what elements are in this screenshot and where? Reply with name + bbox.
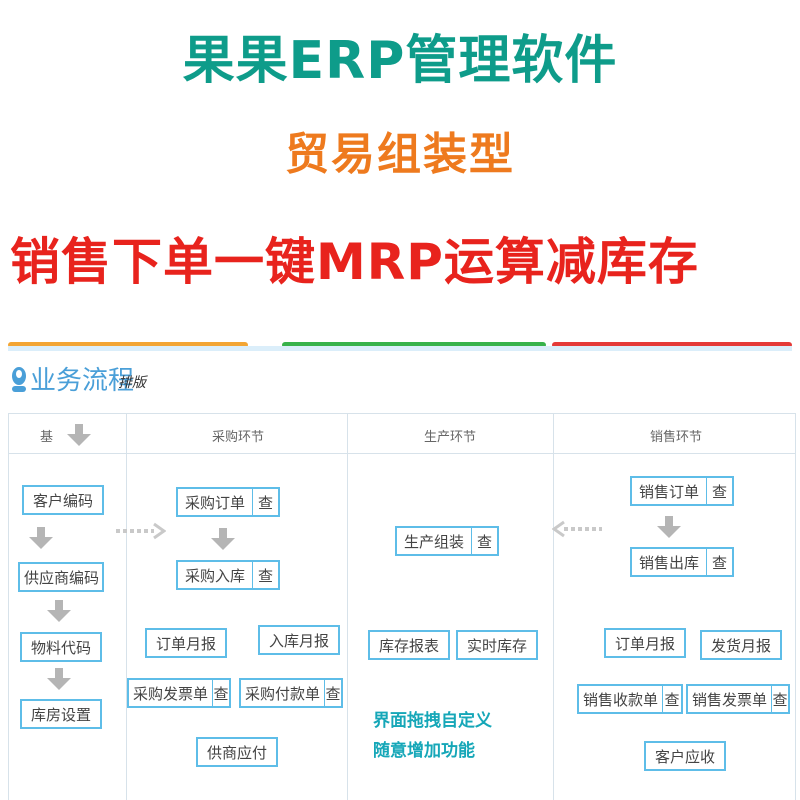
customer-code-button[interactable]: 客户编码	[22, 485, 104, 515]
inbound-monthly-button[interactable]: 入库月报	[258, 625, 340, 655]
production-assembly-button[interactable]: 生产组装查	[395, 526, 499, 556]
note-line-2: 随意增加功能	[373, 741, 475, 761]
box-label: 销售发票单	[692, 690, 768, 709]
inventory-report-button[interactable]: 库存报表	[368, 630, 450, 660]
sales-outbound-button[interactable]: 销售出库查	[630, 547, 734, 577]
section-divider	[553, 413, 554, 800]
box-label: 库存报表	[378, 636, 439, 655]
box-label: 供应商编码	[24, 568, 100, 587]
customization-note: 界面拖拽自定义 随意增加功能	[373, 706, 492, 766]
box-label: 物料代码	[30, 638, 91, 657]
box-label: 销售订单	[638, 482, 699, 501]
section-header-line	[8, 453, 796, 454]
section-title-purchase: 采购环节	[212, 430, 265, 445]
box-label: 入库月报	[268, 631, 329, 650]
order-monthly-button[interactable]: 订单月报	[145, 628, 227, 658]
dotted-arrow-right-icon	[116, 522, 166, 540]
purchase-inbound-button[interactable]: 采购入库查	[176, 560, 280, 590]
box-label: 订单月报	[155, 634, 216, 653]
box-label: 采购入库	[184, 566, 245, 585]
section-divider	[126, 413, 127, 800]
note-line-1: 界面拖拽自定义	[373, 711, 492, 731]
arrow-down-icon	[67, 424, 91, 446]
query-button[interactable]: 查	[471, 528, 497, 554]
arrow-down-icon	[47, 600, 71, 622]
arrow-down-icon	[211, 528, 235, 550]
banner-title: 果果ERP管理软件	[182, 31, 618, 91]
query-button[interactable]: 查	[706, 549, 732, 575]
customer-receivable-button[interactable]: 客户应收	[644, 741, 726, 771]
box-label: 客户编码	[32, 491, 93, 510]
supplier-code-button[interactable]: 供应商编码	[18, 562, 104, 592]
purchase-order-button[interactable]: 采购订单查	[176, 487, 280, 517]
app-title: 业务流程	[30, 366, 135, 396]
dotted-arrow-left-icon	[552, 520, 602, 538]
box-label: 供商应付	[206, 743, 267, 762]
box-label: 生产组装	[403, 532, 464, 551]
material-code-button[interactable]: 物料代码	[20, 632, 102, 662]
purchase-payment-button[interactable]: 采购付款单查	[239, 678, 343, 708]
section-title-production: 生产环节	[424, 430, 477, 445]
box-label: 销售出库	[638, 553, 699, 572]
box-label: 实时库存	[466, 636, 527, 655]
color-strip-orange	[8, 342, 248, 348]
sales-invoice-button[interactable]: 销售发票单查	[686, 684, 790, 714]
sales-order-button[interactable]: 销售订单查	[630, 476, 734, 506]
sales-receipt-button[interactable]: 销售收款单查	[577, 684, 683, 714]
box-label: 发货月报	[710, 636, 771, 655]
box-label: 采购发票单	[133, 684, 209, 703]
query-button[interactable]: 查	[771, 686, 788, 712]
section-title-basic: 基	[40, 430, 54, 445]
supplier-payable-button[interactable]: 供商应付	[196, 737, 278, 767]
color-strip-green	[282, 342, 546, 348]
section-divider	[347, 413, 348, 800]
box-label: 采购订单	[184, 493, 245, 512]
section-title-sales: 销售环节	[650, 430, 703, 445]
query-button[interactable]: 查	[324, 680, 341, 706]
warehouse-setup-button[interactable]: 库房设置	[20, 699, 102, 729]
box-label: 销售收款单	[583, 690, 659, 709]
query-button[interactable]: 查	[706, 478, 732, 504]
query-button[interactable]: 查	[252, 489, 278, 515]
color-strip-red	[552, 342, 792, 348]
arrow-down-icon	[657, 516, 681, 538]
sales-order-monthly-button[interactable]: 订单月报	[604, 628, 686, 658]
header-band	[8, 346, 792, 351]
arrow-down-icon	[29, 527, 53, 549]
app-title-suffix: 排版	[118, 375, 146, 391]
banner-subtitle: 贸易组装型	[285, 129, 515, 180]
box-label: 采购付款单	[245, 684, 321, 703]
box-label: 客户应收	[654, 747, 715, 766]
user-icon	[12, 367, 26, 392]
box-label: 库房设置	[30, 705, 91, 724]
arrow-down-icon	[47, 668, 71, 690]
query-button[interactable]: 查	[662, 686, 681, 712]
realtime-inventory-button[interactable]: 实时库存	[456, 630, 538, 660]
purchase-invoice-button[interactable]: 采购发票单查	[127, 678, 231, 708]
delivery-monthly-button[interactable]: 发货月报	[700, 630, 782, 660]
query-button[interactable]: 查	[212, 680, 229, 706]
box-label: 订单月报	[614, 634, 675, 653]
query-button[interactable]: 查	[252, 562, 278, 588]
banner-slogan: 销售下单一键MRP运算减库存	[10, 233, 699, 291]
